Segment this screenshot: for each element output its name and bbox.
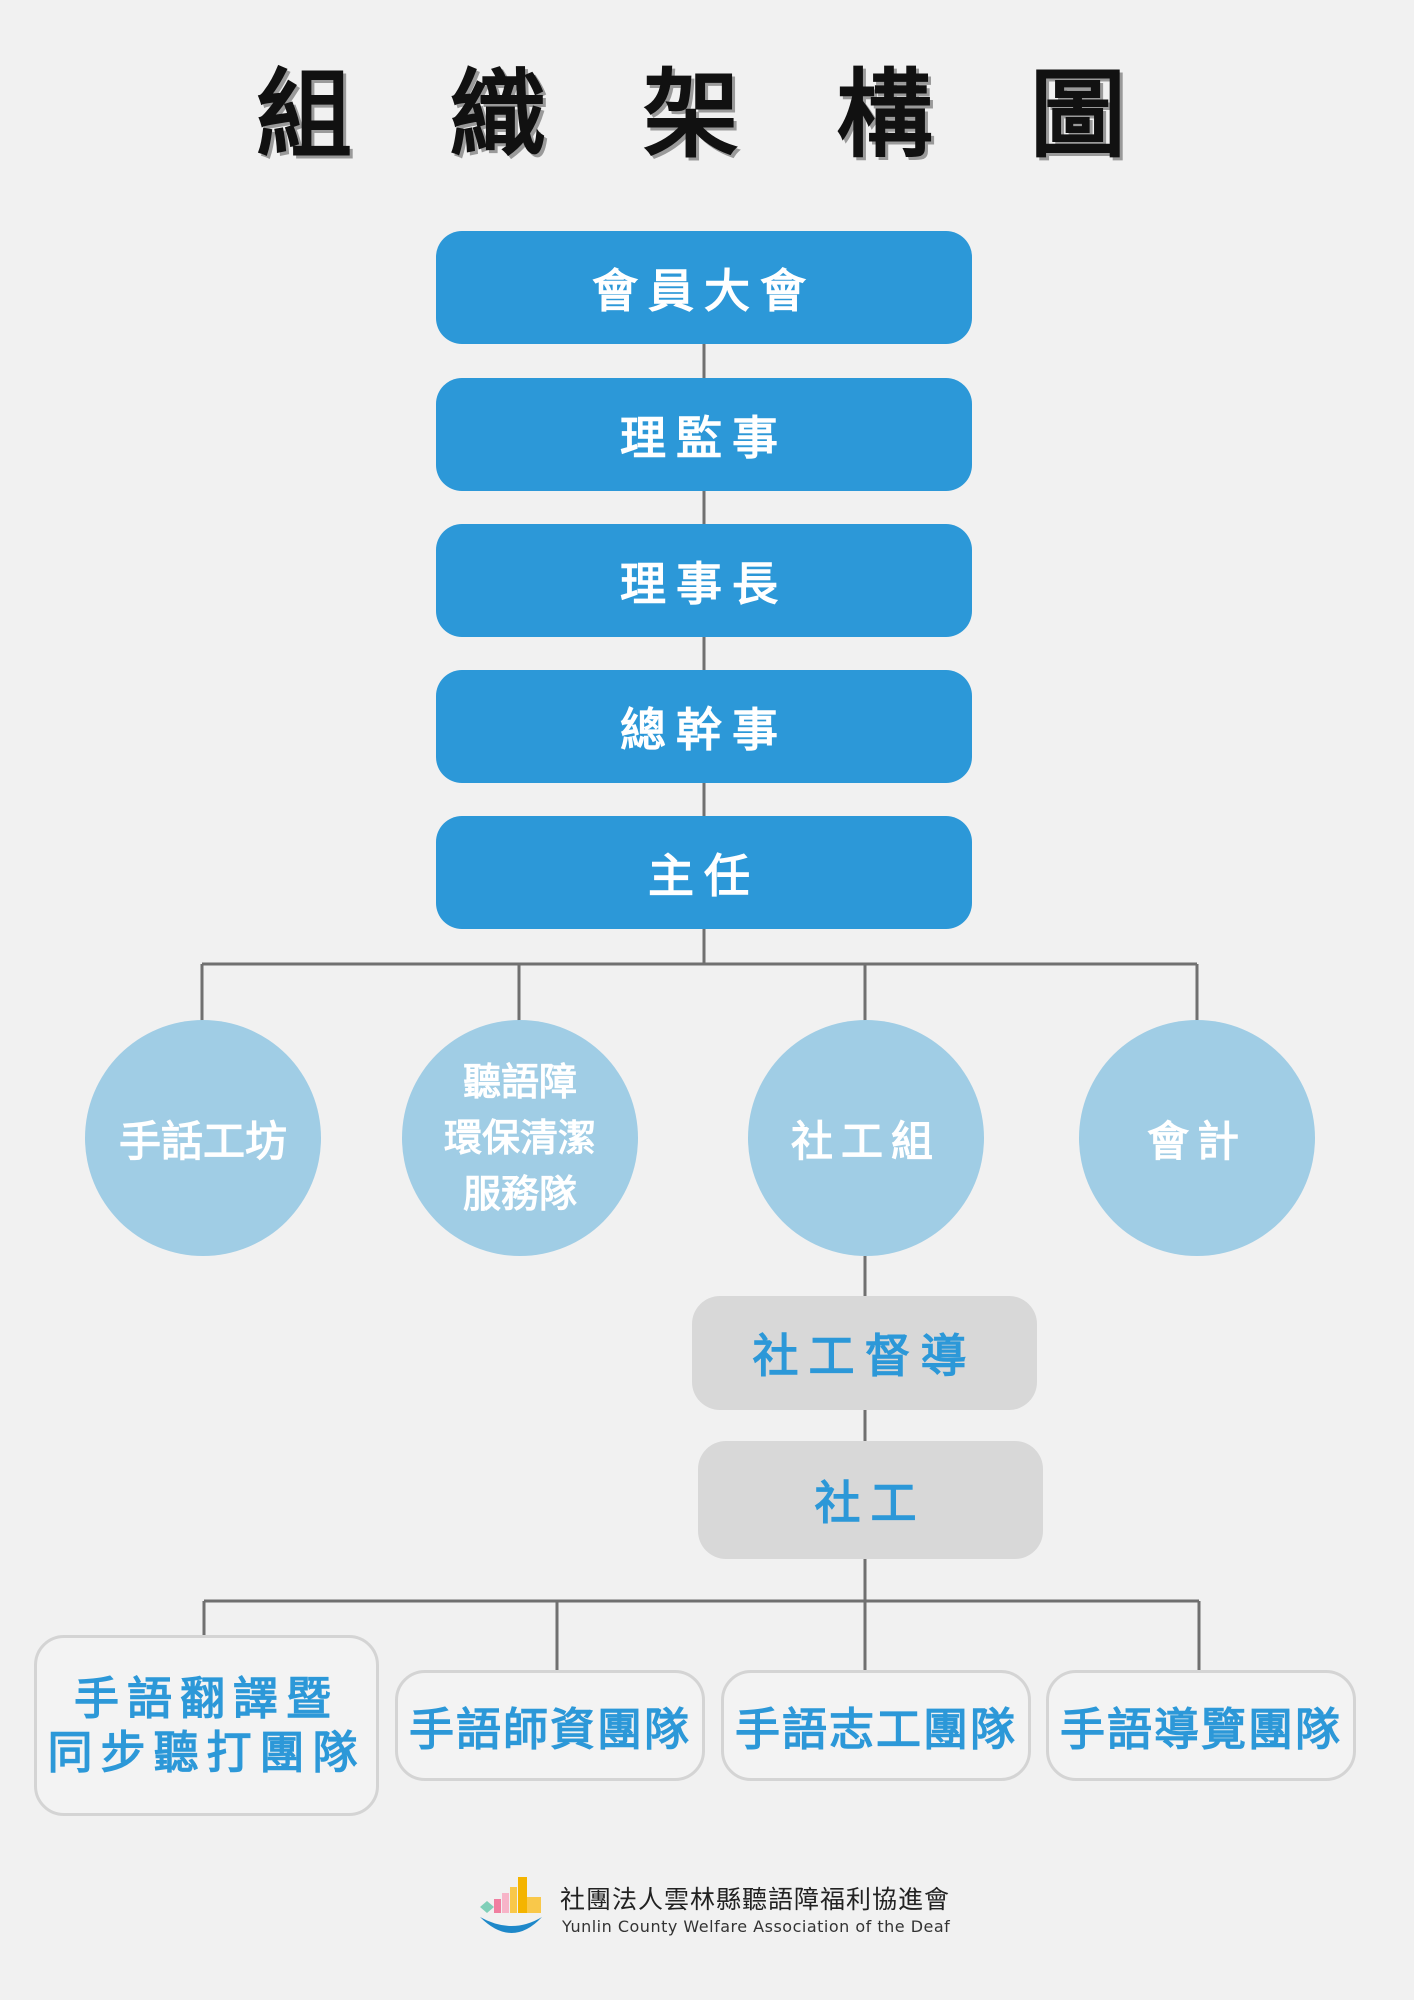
team-interpretation-line1: 手語翻譯暨 <box>73 1671 339 1725</box>
social-work-supervisor-box: 社工督導 <box>692 1296 1037 1410</box>
unit-social-work-group: 社工組 <box>748 1020 984 1256</box>
unit-sign-language-workshop: 手話工坊 <box>85 1020 321 1256</box>
association-logo <box>480 1877 542 1933</box>
team-interpretation: 手語翻譯暨 同步聽打團隊 <box>34 1635 379 1816</box>
unit-cleaning-team-line3: 服務隊 <box>462 1172 577 1216</box>
general-assembly-box: 會員大會 <box>436 231 972 344</box>
secretary-general-box: 總幹事 <box>436 670 972 783</box>
social-worker-box: 社工 <box>698 1441 1043 1559</box>
team-volunteers: 手語志工團隊 <box>721 1670 1031 1781</box>
director-box: 主任 <box>436 816 972 929</box>
board-box: 理監事 <box>436 378 972 491</box>
chairman-box: 理事長 <box>436 524 972 637</box>
page-title: 組 織 架 構 圖 <box>256 59 1158 171</box>
unit-cleaning-team-line1: 聽語障 <box>462 1060 577 1104</box>
organization-name-en: Yunlin County Welfare Association of the… <box>562 1917 951 1936</box>
unit-accounting: 會計 <box>1079 1020 1315 1256</box>
organization-name-zh: 社團法人雲林縣聽語障福利協進會 <box>560 1885 951 1914</box>
team-interpretation-line2: 同步聽打團隊 <box>47 1725 366 1779</box>
team-guides: 手語導覽團隊 <box>1046 1670 1356 1781</box>
team-teachers: 手語師資團隊 <box>395 1670 705 1781</box>
unit-cleaning-team: 聽語障 環保清潔 服務隊 <box>402 1020 638 1256</box>
unit-cleaning-team-line2: 環保清潔 <box>443 1116 596 1160</box>
